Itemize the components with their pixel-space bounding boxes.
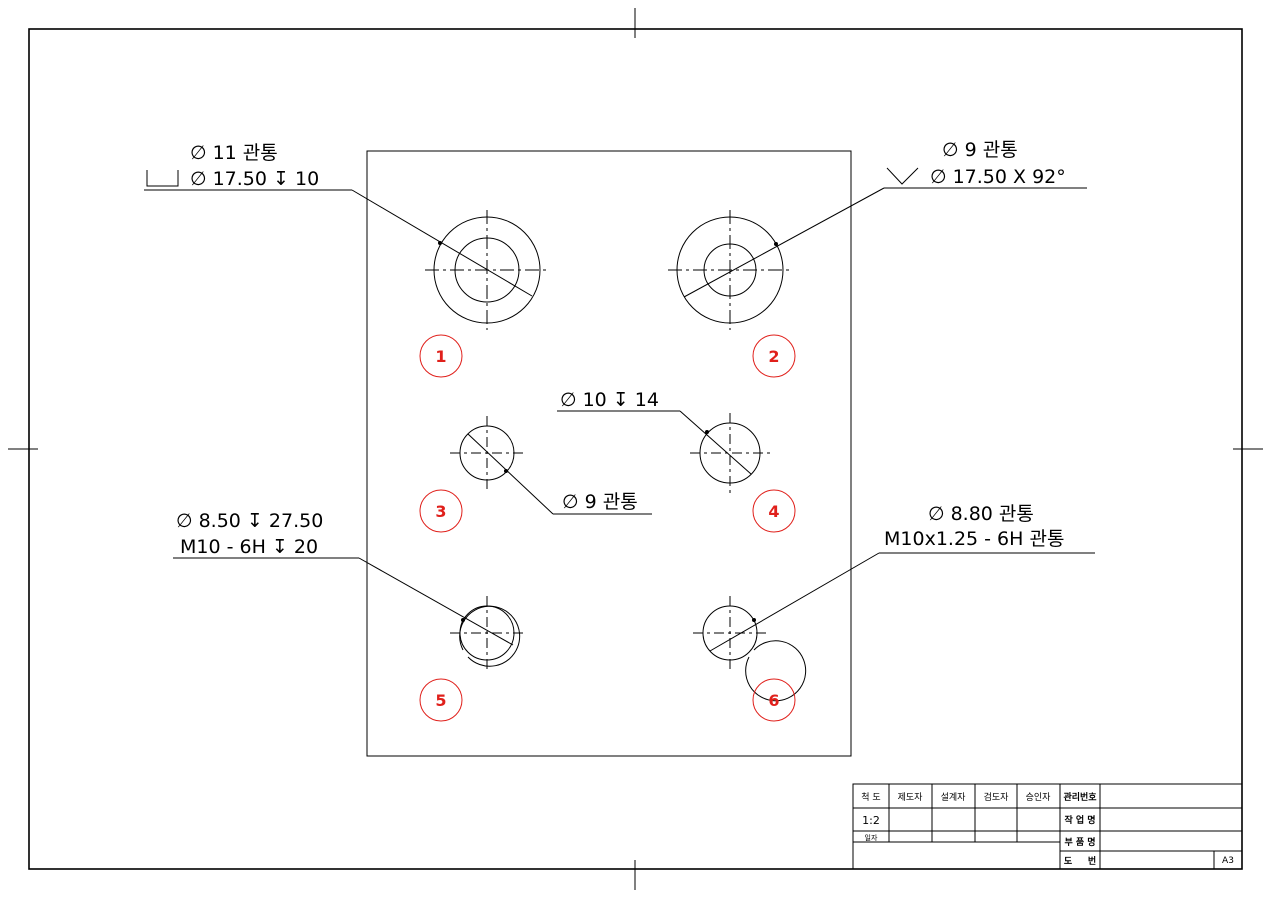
balloon-2: 2 xyxy=(752,334,796,378)
hole-2-countersink xyxy=(668,210,792,330)
tb-date-label: 일자 xyxy=(865,833,878,842)
tb-checker-label: 검도자 xyxy=(984,791,1010,803)
tb-job-name-label: 작 업 명 xyxy=(1064,814,1095,826)
tb-scale-label: 척 도 xyxy=(861,792,880,803)
balloon-6: 6 xyxy=(752,678,796,722)
tb-part-name-label: 부 품 명 xyxy=(1064,836,1095,848)
balloon-3-label: 3 xyxy=(435,502,446,521)
tb-sheet-size: A3 xyxy=(1222,856,1234,866)
hole-3-note: ∅ 9 관통 xyxy=(562,491,638,513)
balloon-4: 4 xyxy=(752,489,796,533)
leader-arrowheads xyxy=(438,241,778,622)
hole-5-note-line2: M10 - 6H ↧ 20 xyxy=(180,536,318,558)
hole-2-note-line1: ∅ 9 관통 xyxy=(942,139,1018,161)
leader-lines xyxy=(144,187,1095,652)
hole-1-note-line2: ∅ 17.50 ↧ 10 xyxy=(190,168,319,190)
balloon-1: 1 xyxy=(419,334,463,378)
hole-6-note-line1: ∅ 8.80 관통 xyxy=(928,503,1034,525)
balloon-6-label: 6 xyxy=(768,691,779,710)
balloon-3: 3 xyxy=(419,489,463,533)
centering-marks xyxy=(8,8,1263,890)
hole-3-through xyxy=(450,416,524,490)
tb-drafter-label: 제도자 xyxy=(898,792,924,803)
balloon-5-label: 5 xyxy=(435,691,446,710)
hole-4-note: ∅ 10 ↧ 14 xyxy=(560,389,659,411)
counterbore-symbol xyxy=(146,170,179,187)
title-block xyxy=(852,783,1243,870)
hole-2-note-line2: ∅ 17.50 X 92° xyxy=(930,166,1066,188)
part-outline xyxy=(366,150,852,757)
countersink-symbol xyxy=(886,167,919,185)
hole-5-tapped xyxy=(450,596,524,670)
tb-drawing-no-label: 도 번 xyxy=(1064,855,1096,867)
hole-6-tapped-thru xyxy=(693,596,807,702)
balloon-1-label: 1 xyxy=(435,347,446,366)
hole-1-note-line1: ∅ 11 관통 xyxy=(190,142,278,164)
tb-approver-label: 승인자 xyxy=(1026,792,1052,803)
hole-6-note-line2: M10x1.25 - 6H 관통 xyxy=(884,528,1064,550)
balloon-4-label: 4 xyxy=(768,502,779,521)
balloon-2-label: 2 xyxy=(768,347,779,366)
hole-5-note-line1: ∅ 8.50 ↧ 27.50 xyxy=(176,510,323,532)
balloon-5: 5 xyxy=(419,678,463,722)
tb-designer-label: 설계자 xyxy=(941,791,967,803)
tb-scale-value: 1:2 xyxy=(862,814,880,827)
hole-4-blind xyxy=(690,413,770,493)
tb-mgmt-no-label: 관리번호 xyxy=(1063,791,1097,803)
